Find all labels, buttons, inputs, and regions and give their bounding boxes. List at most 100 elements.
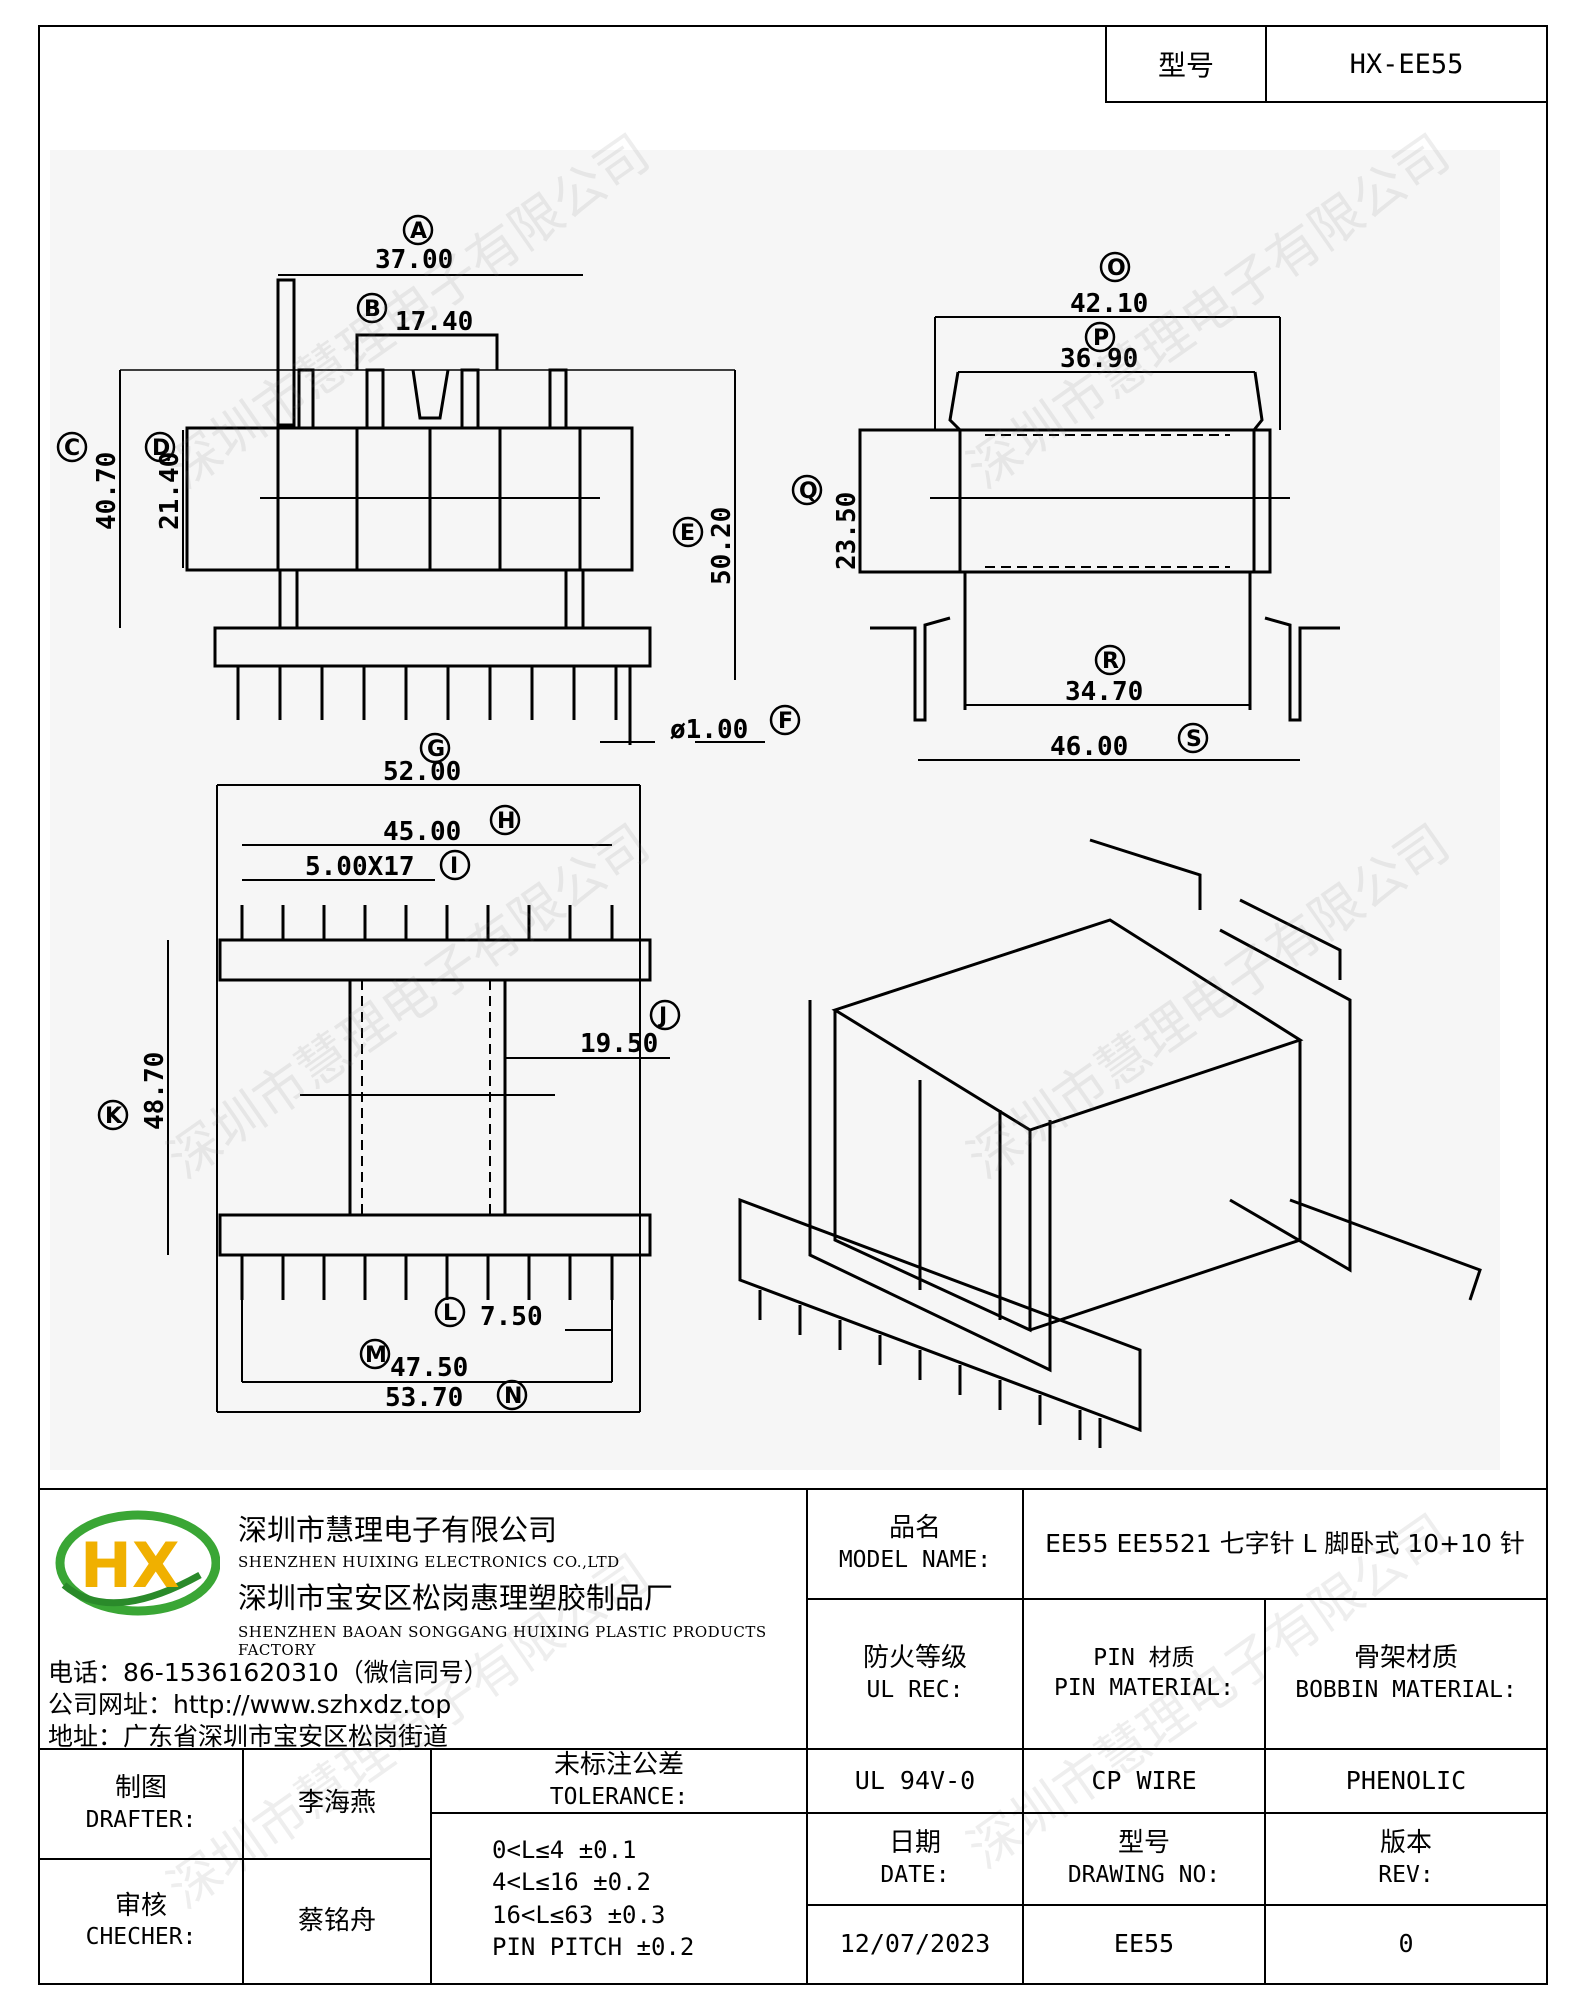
company-name-cn: 深圳市慧理电子有限公司 (238, 1513, 558, 1547)
drafter-value-cell: 李海燕 (242, 1748, 432, 1860)
ul-value: UL 94V-0 (854, 1765, 976, 1795)
label-P: P (1093, 326, 1109, 351)
front-view (119, 274, 765, 745)
drafter-en: DRAFTER: (85, 1806, 197, 1833)
dimension-labels: A B C D E F G H I J K L M N O P Q R S (56, 214, 1209, 1411)
company-info: HX 深圳市慧理电子有限公司 SHENZHEN HUIXING ELECTRON… (40, 1495, 805, 1751)
tolerance-key: 未标注公差 TOLERANCE: (430, 1748, 808, 1814)
tolerance-line: 0<L≤4 ±0.1 (492, 1835, 637, 1864)
label-M: M (365, 1343, 387, 1368)
checker-en: CHECHER: (85, 1924, 197, 1951)
drawing-no-value: EE55 (1113, 1929, 1175, 1959)
label-A: A (410, 219, 427, 244)
pin-material-key: PIN 材质 PIN MATERIAL: (1022, 1598, 1266, 1750)
label-S: S (1186, 727, 1202, 752)
date-cn: 日期 (888, 1828, 941, 1859)
drafter-cn: 制图 (114, 1773, 167, 1804)
dim-J: 19.50 (580, 1029, 658, 1059)
drawing-no-en: DRAWING NO: (1067, 1861, 1221, 1888)
model-name-cn: 品名 (888, 1513, 941, 1544)
factory-name-en: SHENZHEN BAOAN SONGGANG HUIXING PLASTIC … (238, 1623, 767, 1659)
dim-I: 5.00X17 (305, 852, 415, 882)
label-C: C (64, 436, 80, 461)
dim-E: 50.20 (707, 507, 737, 585)
model-name-value: EE55 EE5521 七字针 L 脚卧式 10+10 针 (1045, 1528, 1525, 1558)
checker-key: 审核 CHECHER: (38, 1858, 244, 1985)
dim-H: 45.00 (383, 817, 461, 847)
label-E: E (680, 521, 695, 546)
label-Q: Q (799, 479, 818, 504)
dim-F: ø1.00 (670, 715, 748, 745)
tolerance-values: 0<L≤4 ±0.1 4<L≤16 ±0.2 16<L≤63 ±0.3 PIN … (430, 1812, 808, 1985)
rev-key: 版本 REV: (1264, 1812, 1548, 1906)
model-name-key: 品名 MODEL NAME: (806, 1488, 1024, 1600)
dim-N: 53.70 (385, 1383, 463, 1413)
logo-text: HX (80, 1529, 180, 1602)
dim-K: 48.70 (140, 1052, 170, 1130)
label-I: I (450, 854, 458, 879)
bobbin-value: PHENOLIC (1345, 1765, 1467, 1795)
label-F: F (778, 709, 793, 734)
company-logo: HX (55, 1510, 220, 1616)
label-R: R (1102, 649, 1119, 674)
drafter-key: 制图 DRAFTER: (38, 1748, 244, 1860)
model-name-value-cell: EE55 EE5521 七字针 L 脚卧式 10+10 针 (1022, 1488, 1548, 1600)
dim-Q: 23.50 (832, 492, 862, 570)
label-H: H (497, 809, 515, 834)
dim-B: 17.40 (395, 307, 473, 337)
pin-value: CP WIRE (1091, 1765, 1197, 1795)
pin-cn: PIN 材质 (1093, 1645, 1195, 1672)
label-D: D (152, 436, 170, 461)
label-N: N (504, 1384, 522, 1409)
company-name-en: SHENZHEN HUIXING ELECTRONICS CO.,LTD (238, 1553, 620, 1571)
label-L: L (443, 1301, 457, 1326)
dim-A: 37.00 (375, 245, 453, 275)
rev-cn: 版本 (1379, 1828, 1432, 1859)
bobbin-en: BOBBIN MATERIAL: (1295, 1676, 1517, 1703)
dim-S: 46.00 (1050, 732, 1128, 762)
checker-cn: 审核 (114, 1890, 167, 1921)
rev-en: REV: (1378, 1861, 1434, 1888)
dim-G: 52.00 (383, 757, 461, 787)
bobbin-material-key: 骨架材质 BOBBIN MATERIAL: (1264, 1598, 1548, 1750)
ul-key: 防火等级 UL REC: (806, 1598, 1024, 1750)
bottom-view (167, 784, 670, 1413)
bobbin-value-cell: PHENOLIC (1264, 1748, 1548, 1814)
bobbin-cn: 骨架材质 (1353, 1643, 1458, 1674)
checker-value-cell: 蔡铭舟 (242, 1858, 432, 1985)
rev-value: 0 (1398, 1929, 1414, 1959)
date-key: 日期 DATE: (806, 1812, 1024, 1906)
side-view (858, 316, 1340, 761)
ul-en: UL REC: (866, 1676, 964, 1703)
drawing-no-value-cell: EE55 (1022, 1904, 1266, 1985)
phone: 电话：86-15361620310（微信同号） (48, 1658, 489, 1687)
dim-O: 42.10 (1070, 289, 1148, 319)
date-en: DATE: (880, 1861, 950, 1888)
pin-en: PIN MATERIAL: (1053, 1675, 1234, 1701)
dim-M: 47.50 (390, 1353, 468, 1383)
label-B: B (364, 297, 381, 322)
dim-C: 40.70 (92, 452, 122, 530)
label-G: G (427, 737, 445, 762)
model-key: 型号 (1107, 27, 1267, 101)
dimension-texts: 37.00 17.40 40.70 21.40 50.20 ø1.00 52.0… (92, 245, 1148, 1413)
dim-R: 34.70 (1065, 677, 1143, 707)
checker-value: 蔡铭舟 (297, 1905, 376, 1936)
label-O: O (1107, 256, 1126, 281)
drawing-no-cn: 型号 (1117, 1828, 1170, 1859)
company-cell (38, 1488, 808, 1750)
model-box: 型号 HX-EE55 (1105, 25, 1548, 103)
ul-value-cell: UL 94V-0 (806, 1748, 1024, 1814)
drafter-value: 李海燕 (297, 1788, 376, 1819)
ul-cn: 防火等级 (862, 1643, 967, 1674)
model-name-en: MODEL NAME: (838, 1546, 992, 1573)
tolerance-cn: 未标注公差 (553, 1750, 684, 1781)
rev-value-cell: 0 (1264, 1904, 1548, 1985)
address: 地址：广东省深圳市宝安区松岗街道 (48, 1722, 449, 1751)
dim-L: 7.50 (480, 1302, 543, 1332)
label-K: K (105, 1104, 123, 1129)
website: 公司网址：http://www.szhxdz.top (48, 1690, 452, 1719)
dim-P: 36.90 (1060, 344, 1138, 374)
date-value: 12/07/2023 (839, 1929, 991, 1959)
